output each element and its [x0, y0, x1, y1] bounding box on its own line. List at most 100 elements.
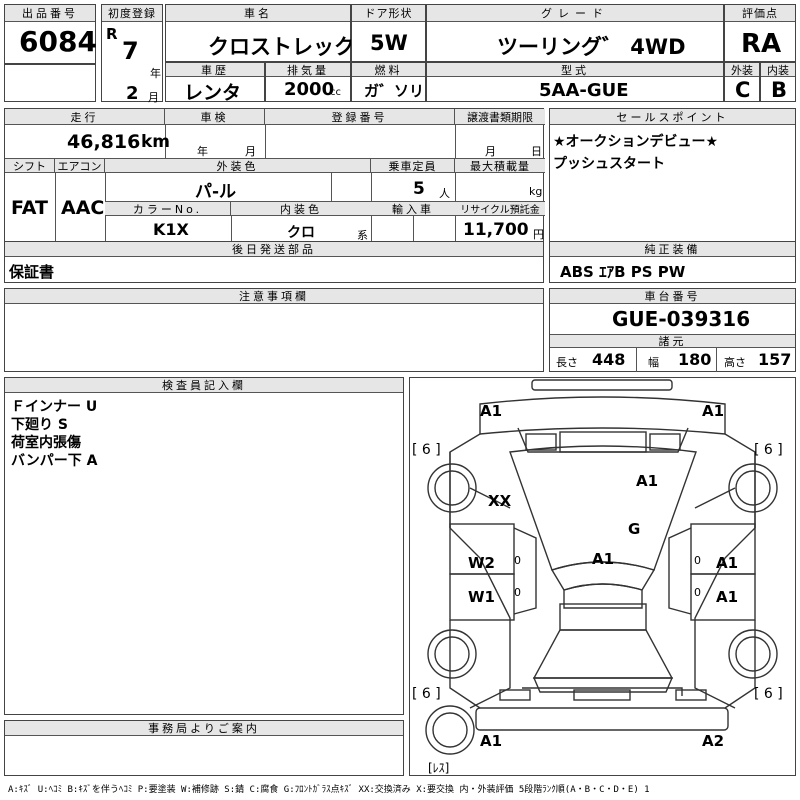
recycle: 11,700 [463, 220, 529, 240]
ext-box: 外装 C [724, 62, 760, 102]
equipment-box: 純正装備 ABS ｴｱB PS PW [549, 241, 796, 283]
mark-rear-right: A2 [702, 732, 724, 750]
int-box: 内装 B [760, 62, 796, 102]
displacement-label: 排気量 [266, 63, 350, 77]
specs-label: 諸元 [550, 334, 795, 348]
door-box: ドア形状 5W [351, 4, 426, 62]
height-label: 高さ [724, 356, 746, 369]
fuel-label: 燃料 [352, 63, 425, 77]
fuel-box: 燃料 ガ゛ソリン [351, 62, 439, 102]
month-unit: 月 [148, 91, 159, 104]
displacement: 2000 [284, 79, 335, 100]
sales-point-line-1: ★オークションデビュー★ [553, 134, 719, 150]
rating: RA [741, 29, 782, 59]
name-label: 車名 [166, 5, 350, 22]
inspector-line-1: Ｆインナー U [11, 399, 98, 415]
width: 180 [678, 350, 712, 369]
sales-point-label: セールスポイント [550, 109, 795, 125]
mark-front-left: A1 [480, 402, 502, 420]
small-mark-left-2: 0 [514, 586, 521, 599]
fuel: ガ゛ソリン [364, 82, 440, 100]
door-label: ドア形状 [352, 5, 425, 22]
legend: A:ｷｽﾞ U:ﾍｺﾐ B:ｷｽﾞを伴うﾍｺﾐ P:要塗装 W:補修跡 S:錆 … [8, 785, 650, 795]
inspector-line-3: 荷室内張傷 [11, 435, 81, 451]
ac-label: エアコン [55, 159, 105, 173]
max-load-label: 最大積載量 [455, 159, 545, 173]
recycle-label: リサイクル預託金 [455, 202, 545, 216]
interior-color: クロ [287, 225, 315, 241]
inspector-line-4: バンパー下 A [11, 453, 98, 469]
tire-front-right: [ 6 ] [754, 442, 783, 458]
chassis-number: GUE-039316 [612, 307, 751, 331]
mark-roof: A1 [592, 550, 614, 568]
lot-label: 出品番号 [5, 5, 95, 22]
height: 157 [758, 350, 792, 369]
mark-windshield: G [628, 520, 640, 538]
car-diagram: A1 A1 A1 XX G A1 W2 W1 A1 A1 A1 A2 [ 6 ]… [412, 379, 783, 775]
inspection-label: 車検 [165, 109, 265, 125]
office-box: 事務局よりご案内 [4, 720, 404, 776]
door-type: 5W [370, 31, 408, 55]
tire-front-left: [ 6 ] [412, 442, 441, 458]
sales-point-line-2: プッシュスタート [553, 156, 665, 172]
lot-blank-box [4, 64, 96, 102]
color-no-label: カラーNo. [105, 202, 231, 216]
mark-rear-left: A1 [480, 732, 502, 750]
small-mark-right-1: 0 [694, 554, 701, 567]
small-mark-right-2: 0 [694, 586, 701, 599]
later-parts-value: 保証書 [9, 263, 55, 281]
later-parts-box: 後日発送部品 保証書 [4, 241, 544, 283]
grade: ツーリング゛ 4WD [497, 35, 686, 59]
history-label: 車歴 [166, 63, 264, 77]
transfer-label: 譲渡書類期限 [455, 109, 545, 125]
int-label: 内装 [761, 63, 795, 77]
inspector-label: 検査員記入欄 [5, 378, 403, 393]
transfer-month-unit: 月 [485, 145, 496, 158]
model: 5AA-GUE [539, 80, 629, 101]
mileage: 46,816 [67, 131, 141, 153]
color-no: K1X [153, 220, 189, 239]
inspector-box: 検査員記入欄 Ｆインナー U 下廻り S 荷室内張傷 バンパー下 A [4, 377, 404, 715]
length: 448 [592, 350, 626, 369]
detail-block: 走行 車検 登録番号 譲渡書類期限 46,816 km 年 月 月 日 シフト … [4, 108, 545, 256]
ac: AAC [61, 197, 105, 219]
capacity-label: 乗車定員 [371, 159, 455, 173]
mark-fender-left: XX [488, 492, 512, 510]
equipment-value: ABS ｴｱB PS PW [560, 263, 686, 281]
notes-box: 注意事項欄 [4, 288, 544, 372]
mark-front-right: A1 [702, 402, 724, 420]
mark-door-rear-left: W1 [468, 588, 495, 606]
inspector-line-2: 下廻り S [11, 417, 68, 433]
displacement-box: 排気量 2000 cc [265, 62, 351, 102]
rating-label: 評価点 [725, 5, 795, 22]
grade-label: グレード [427, 5, 723, 22]
mileage-unit: km [141, 132, 171, 152]
era: R [106, 25, 118, 43]
car-diagram-box: A1 A1 A1 XX G A1 W2 W1 A1 A1 A1 A2 [ 6 ]… [409, 377, 796, 776]
model-box: 型式 5AA-GUE [426, 62, 724, 102]
chassis-label: 車台番号 [550, 289, 795, 304]
transfer-day-unit: 日 [531, 145, 542, 158]
import-label: 輸入車 [371, 202, 455, 216]
name-box: 車名 クロストレック [165, 4, 355, 62]
int-grade: B [771, 78, 788, 102]
office-label: 事務局よりご案内 [5, 721, 403, 736]
interior-color-label: 内装色 [231, 202, 371, 216]
lot-box: 出品番号 6084 [4, 4, 97, 64]
tire-rear-right: [ 6 ] [754, 686, 783, 702]
tire-spare: [ﾚｽ] [428, 761, 449, 775]
exterior-color: パ-ル [195, 182, 237, 202]
reg-year: 7 [122, 37, 139, 65]
insp-year-unit: 年 [197, 145, 208, 158]
tire-rear-left: [ 6 ] [412, 686, 441, 702]
history: レンタ [184, 82, 242, 104]
mileage-label: 走行 [5, 109, 165, 125]
small-mark-left-1: 0 [514, 554, 521, 567]
exterior-color-label: 外装色 [105, 159, 371, 173]
shift: FAT [11, 197, 48, 219]
shift-label: シフト [5, 159, 55, 173]
grade-box: グレード ツーリング゛ 4WD [426, 4, 724, 62]
max-load-unit: kg [529, 185, 543, 198]
history-box: 車歴 レンタ [165, 62, 265, 104]
ext-label: 外装 [725, 63, 759, 77]
